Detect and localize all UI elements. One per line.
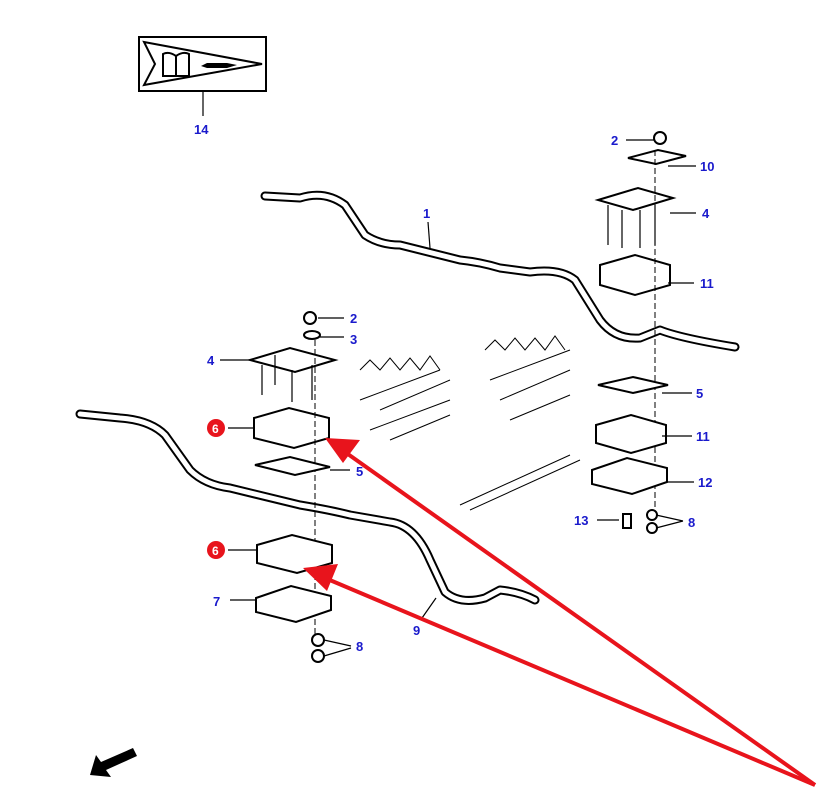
callout-7: 7 bbox=[213, 594, 220, 609]
callout-13: 13 bbox=[574, 513, 588, 528]
callout-2-right: 2 bbox=[611, 133, 618, 148]
left-mount-stack bbox=[246, 311, 339, 663]
callout-8-right: 8 bbox=[688, 515, 695, 530]
callout-1: 1 bbox=[423, 206, 430, 221]
axle-bar-rear bbox=[260, 190, 740, 352]
callout-2-left: 2 bbox=[350, 311, 357, 326]
callout-3: 3 bbox=[350, 332, 357, 347]
callout-10: 10 bbox=[700, 159, 714, 174]
callout-14: 14 bbox=[194, 122, 209, 137]
highlight-badge bbox=[207, 419, 225, 437]
callout-11-top: 11 bbox=[700, 276, 714, 291]
callout-6-top: 6 bbox=[212, 422, 219, 436]
background-sieve bbox=[359, 335, 581, 511]
callout-4-right: 4 bbox=[702, 206, 710, 221]
callout-4-left: 4 bbox=[207, 353, 215, 368]
axle-bar-front bbox=[75, 409, 540, 605]
highlight-arrows bbox=[303, 438, 817, 787]
callout-6-bottom: 6 bbox=[212, 544, 219, 558]
callout-5-left: 5 bbox=[356, 464, 363, 479]
callout-5-right: 5 bbox=[696, 386, 703, 401]
direction-arrow-icon bbox=[90, 748, 137, 777]
callout-11-bottom: 11 bbox=[696, 429, 710, 444]
callout-8-left: 8 bbox=[356, 639, 363, 654]
right-mount-stack bbox=[591, 131, 687, 534]
callout-9: 9 bbox=[413, 623, 420, 638]
highlight-badge bbox=[207, 541, 225, 559]
manual-reference-pennant-icon bbox=[138, 36, 267, 92]
callout-12: 12 bbox=[698, 475, 712, 490]
